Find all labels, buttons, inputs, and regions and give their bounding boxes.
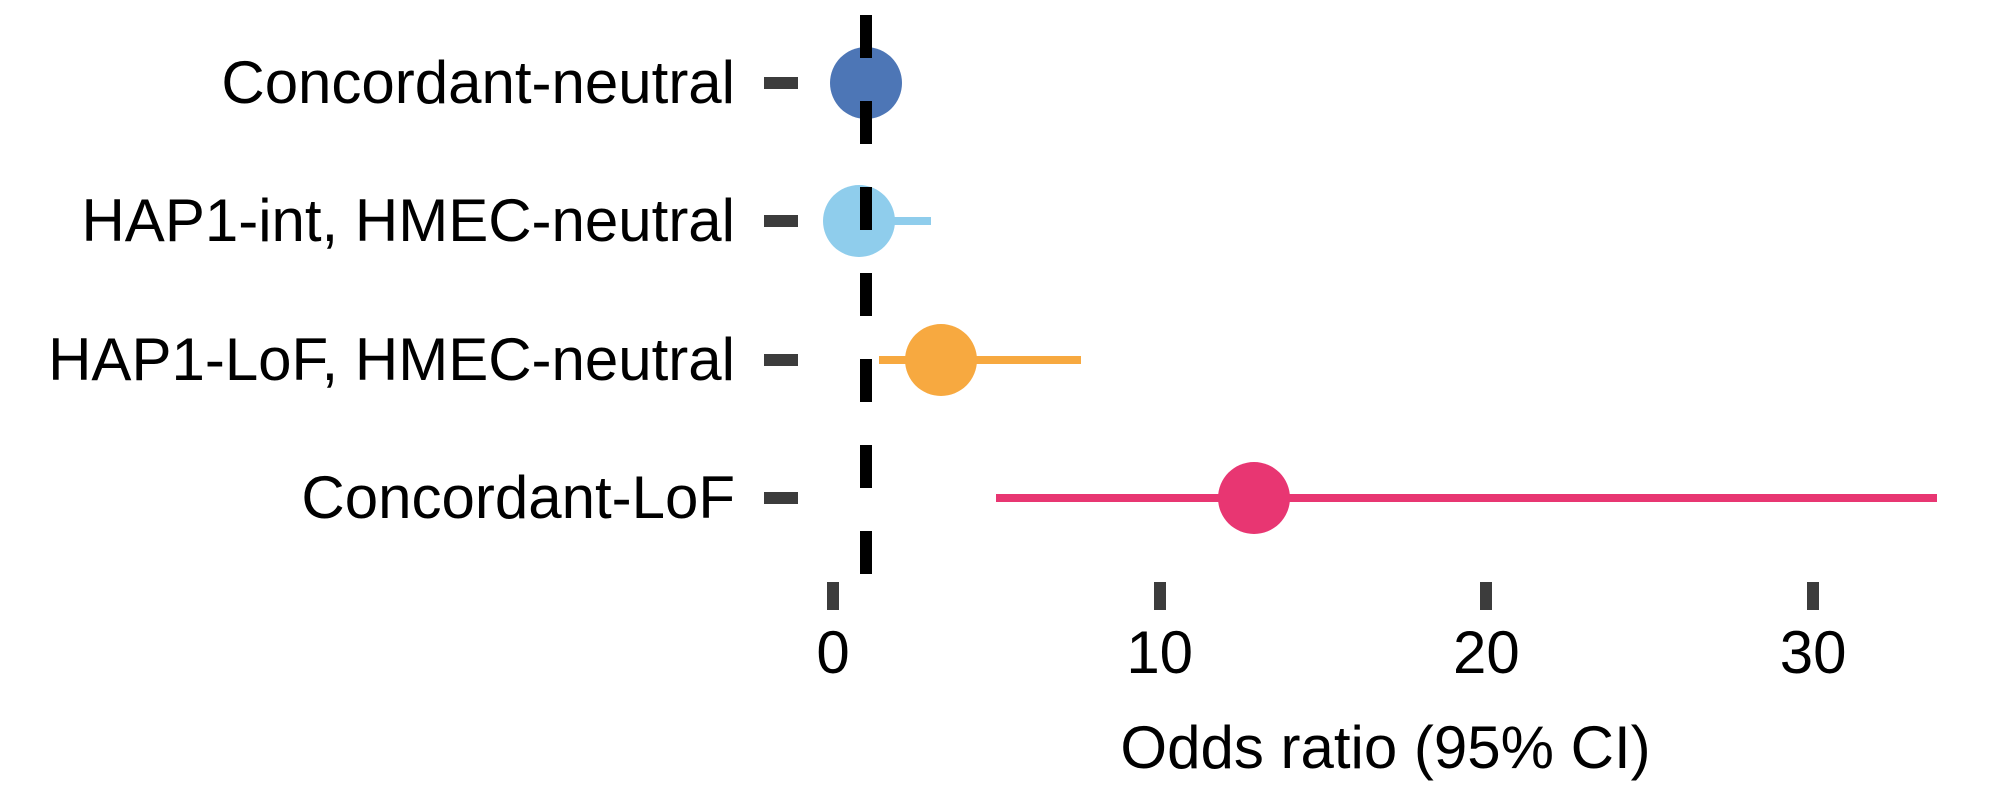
ci-line bbox=[859, 217, 931, 226]
x-axis-tick bbox=[1480, 582, 1493, 610]
x-axis-title: Odds ratio (95% CI) bbox=[1120, 714, 1651, 781]
point-marker bbox=[823, 185, 896, 258]
point-marker bbox=[904, 323, 977, 396]
x-axis-tick bbox=[1807, 582, 1820, 610]
x-tick-label: 30 bbox=[1779, 619, 1847, 686]
category-label: HAP1-LoF, HMEC-neutral bbox=[48, 325, 735, 393]
reference-line bbox=[860, 15, 872, 582]
ci-line bbox=[878, 355, 1082, 364]
x-tick-label: 10 bbox=[1126, 619, 1194, 686]
x-axis-tick bbox=[827, 582, 839, 610]
x-tick-label: 0 bbox=[816, 619, 850, 686]
y-axis-tick bbox=[764, 77, 798, 89]
point-marker bbox=[1218, 462, 1291, 534]
ci-line bbox=[996, 494, 1938, 502]
x-tick-label: 20 bbox=[1453, 619, 1520, 686]
category-label: Concordant-neutral bbox=[221, 49, 735, 116]
y-axis-tick bbox=[764, 215, 798, 228]
y-axis-tick bbox=[764, 492, 798, 504]
category-label: HAP1-int, HMEC-neutral bbox=[81, 187, 735, 255]
x-axis-tick bbox=[1153, 582, 1166, 610]
category-label: Concordant-LoF bbox=[301, 464, 735, 531]
y-axis-tick bbox=[764, 353, 798, 366]
